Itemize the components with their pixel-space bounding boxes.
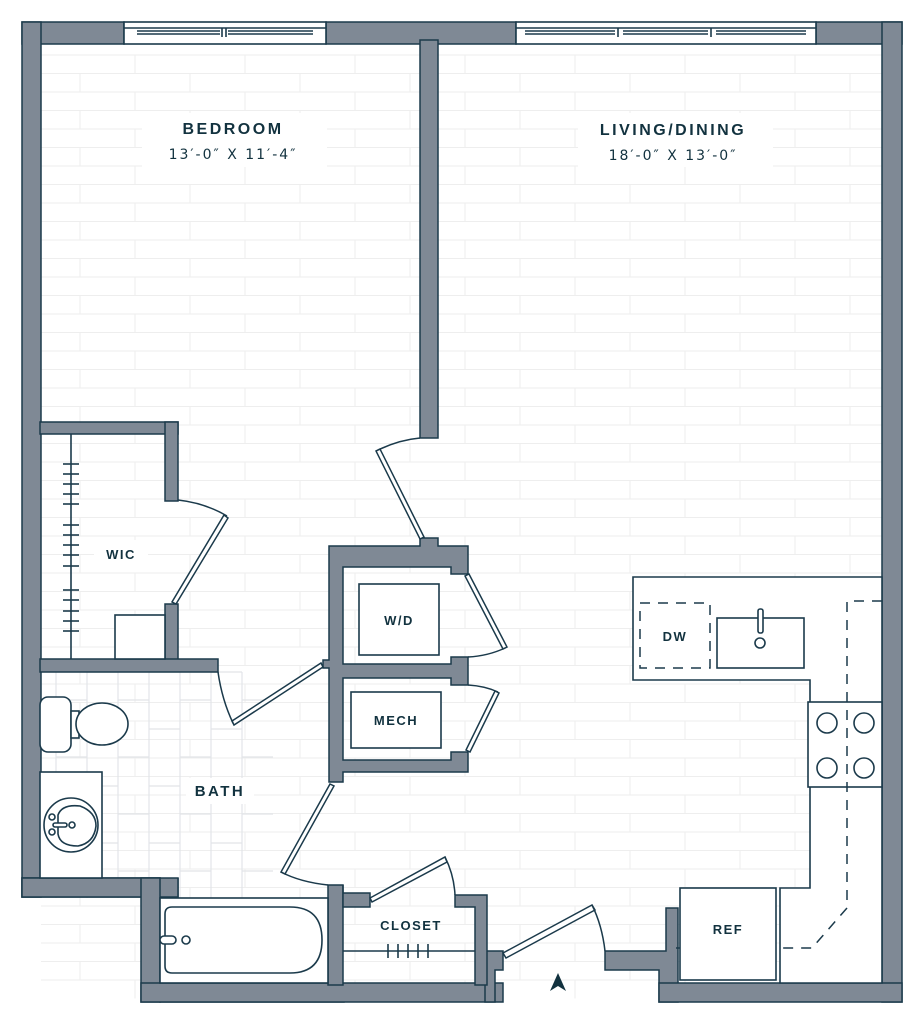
toilet bbox=[39, 696, 129, 753]
washer-dryer-label: W/D bbox=[384, 613, 414, 628]
door-laundry[interactable] bbox=[463, 572, 509, 658]
floor-pattern bbox=[41, 54, 882, 999]
window-living bbox=[515, 21, 817, 45]
wic-closet-rod bbox=[63, 434, 166, 660]
dishwasher-outline bbox=[639, 602, 711, 669]
kitchen-counter bbox=[632, 576, 883, 984]
wall-wic-bath bbox=[39, 658, 219, 673]
bath-vanity bbox=[39, 771, 103, 879]
wall-bath-closet bbox=[327, 884, 344, 986]
burner-icon bbox=[853, 712, 875, 734]
walls bbox=[21, 21, 903, 1003]
wall-wic-top bbox=[39, 421, 179, 435]
sink-drain bbox=[754, 637, 766, 649]
wall-entry-left bbox=[484, 950, 504, 1003]
label-living-dining: LIVING/DINING 18′-0″ X 13′-0″ bbox=[578, 113, 773, 167]
wall-laundry-block bbox=[322, 537, 469, 783]
label-bedroom: BEDROOM 13′-0″ X 11′-4″ bbox=[142, 113, 327, 167]
door-mech[interactable] bbox=[464, 684, 501, 754]
closet-label: CLOSET bbox=[380, 918, 442, 933]
refrigerator-label: REF bbox=[713, 922, 744, 937]
closet-rod bbox=[343, 944, 475, 958]
mech-unit bbox=[350, 691, 442, 749]
label-bath: BATH bbox=[186, 778, 254, 804]
window-bedroom bbox=[123, 21, 327, 45]
refrigerator-unit bbox=[679, 887, 777, 981]
door-bedroom[interactable] bbox=[374, 437, 426, 541]
mech-label: MECH bbox=[374, 713, 418, 728]
room-dimensions-bedroom: 13′-0″ X 11′-4″ bbox=[169, 147, 298, 163]
wall-left bbox=[21, 21, 42, 898]
wall-bottom-right bbox=[658, 982, 903, 1003]
bathtub bbox=[159, 897, 329, 984]
room-name-bedroom: BEDROOM bbox=[182, 121, 283, 138]
door-closet[interactable] bbox=[369, 855, 456, 904]
burner-icon bbox=[816, 757, 838, 779]
wall-closet-right bbox=[454, 894, 488, 986]
burner-icon bbox=[853, 757, 875, 779]
wall-right bbox=[881, 21, 903, 1003]
room-name-wic: WIC bbox=[106, 547, 136, 562]
door-wic[interactable] bbox=[170, 499, 229, 605]
wall-wic-right-lower bbox=[164, 603, 179, 665]
wic-shelf-unit bbox=[114, 614, 166, 660]
door-entry[interactable] bbox=[501, 903, 606, 960]
dishwasher-label: DW bbox=[663, 629, 688, 644]
burner-icon bbox=[816, 712, 838, 734]
room-name-living-dining: LIVING/DINING bbox=[600, 122, 746, 139]
wall-bedroom-living bbox=[419, 39, 439, 439]
door-bath[interactable] bbox=[217, 661, 324, 727]
wall-closet-top bbox=[342, 885, 371, 908]
door-bath-hall[interactable] bbox=[279, 783, 336, 886]
wall-tub-bottom bbox=[140, 982, 504, 1003]
washer-dryer-unit bbox=[358, 583, 440, 656]
wall-wic-right-upper bbox=[164, 421, 179, 502]
room-name-bath: BATH bbox=[195, 783, 246, 800]
sink-faucet bbox=[757, 608, 764, 634]
entry-arrow-icon bbox=[550, 973, 566, 991]
room-dimensions-living-dining: 18′-0″ X 13′-0″ bbox=[609, 148, 738, 164]
label-wic: WIC bbox=[94, 540, 148, 566]
